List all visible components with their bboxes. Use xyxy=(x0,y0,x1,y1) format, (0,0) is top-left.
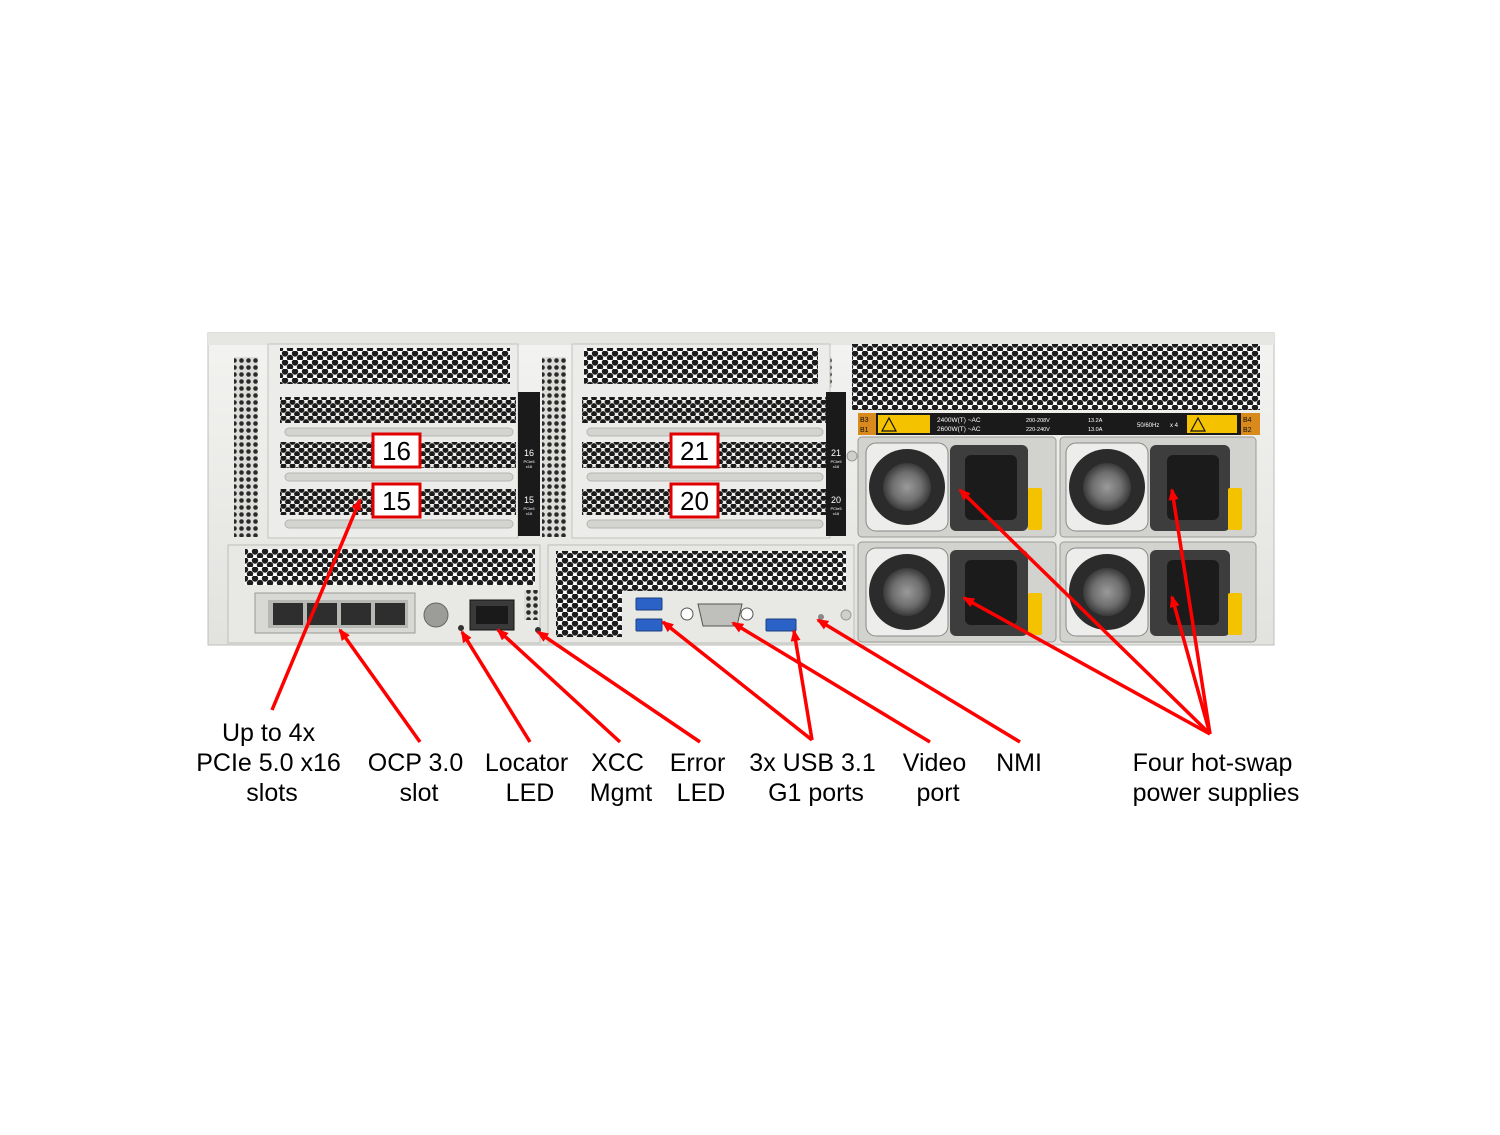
top-right-vent xyxy=(852,344,1260,410)
arrow-nmi xyxy=(816,618,1021,744)
arrow-ocp-slot xyxy=(338,628,422,744)
riser-cage-left: 16 PCIe5 x16 15 PCIe5 x16 xyxy=(267,343,540,539)
psu-power-inlet xyxy=(1167,455,1219,520)
io-panel xyxy=(227,544,855,644)
slot-box-21 xyxy=(669,432,720,469)
arrow-psu-4 xyxy=(1169,595,1212,735)
left-vent xyxy=(234,357,258,537)
psu-power-inlet xyxy=(1167,560,1219,625)
power-supply-1 xyxy=(846,436,1057,538)
psu-label-freq: 50/60Hz xyxy=(1137,423,1159,429)
psu-fan-icon xyxy=(883,568,931,616)
ethernet-port[interactable] xyxy=(375,603,405,625)
riser-label-strip-right xyxy=(826,392,846,536)
arrow-psu-3 xyxy=(962,596,1211,736)
arrow-error-led xyxy=(536,630,701,744)
callout-locator-led: Locator LED xyxy=(485,749,575,807)
bracket-label-pcie: PCIe5 xyxy=(523,506,535,511)
arrow-video-port xyxy=(731,621,931,744)
callout-arrows xyxy=(270,488,1212,744)
psu-label-line1: 2400W(T) ~AC xyxy=(937,417,981,424)
ethernet-port[interactable] xyxy=(341,603,371,625)
arrow-usb-1 xyxy=(661,620,814,742)
bracket-label-x16: x16 xyxy=(833,511,840,516)
psu-label-b3: B3 xyxy=(860,417,869,424)
arrow-pcie-slots xyxy=(270,498,362,711)
bracket-label-x16: x16 xyxy=(833,464,840,469)
middle-vent xyxy=(542,357,566,537)
slot-box-15 xyxy=(371,482,422,519)
psu-label-volt2: 220-240V xyxy=(1026,427,1050,433)
bracket-label-pcie: PCIe5 xyxy=(830,459,842,464)
callout-pcie-slots: Up to 4x PCIe 5.0 x16 slots xyxy=(196,719,347,807)
psu-label-volt1: 200-208V xyxy=(1026,418,1050,424)
slot-box-20 xyxy=(669,482,720,519)
psu-label-line2: 2600W(T) ~AC xyxy=(937,426,981,433)
psu-fan-icon xyxy=(1083,463,1131,511)
warning-icons-right xyxy=(1187,415,1237,433)
psu-label-amp1: 13.2A xyxy=(1088,418,1103,424)
slot-box-16 xyxy=(371,432,422,469)
callout-usb-ports: 3x USB 3.1 G1 ports xyxy=(749,749,882,807)
riser-label-strip-left xyxy=(518,392,540,536)
psu-bay-area: B3 B1 2400W(T) ~AC 2600W(T) ~AC 200-208V… xyxy=(852,344,1260,435)
psu-release-latch[interactable] xyxy=(1028,488,1042,530)
psu-label-b4: B4 xyxy=(1243,417,1252,424)
power-supply-4 xyxy=(1059,541,1257,643)
psu-label-amp2: 13.0A xyxy=(1088,427,1103,433)
psu-power-inlet xyxy=(965,455,1017,520)
bracket-label-16: 16 xyxy=(524,448,534,458)
locator-led xyxy=(458,625,464,631)
slot-number-20: 20 xyxy=(680,486,709,516)
bracket-label-15: 15 xyxy=(524,495,534,505)
thumbscrew-icon[interactable] xyxy=(423,602,449,628)
nmi-button[interactable] xyxy=(818,614,824,620)
psu-release-latch[interactable] xyxy=(1228,593,1242,635)
arrow-psu-1 xyxy=(958,488,1212,736)
arrow-locator-led xyxy=(460,630,532,743)
psu-release-latch[interactable] xyxy=(1228,488,1242,530)
slot-number-15: 15 xyxy=(382,486,411,516)
callout-ocp-slot: OCP 3.0 slot xyxy=(368,749,470,807)
bracket-label-pcie: PCIe5 xyxy=(830,506,842,511)
callout-nmi: NMI xyxy=(996,749,1042,777)
slot-number-21: 21 xyxy=(680,436,709,466)
psu-label-qty: x 4 xyxy=(1170,423,1179,429)
usb-port[interactable] xyxy=(635,618,663,632)
psu-release-latch[interactable] xyxy=(1028,593,1042,635)
psu-fan-icon xyxy=(1083,568,1131,616)
callout-error-led: Error LED xyxy=(670,749,733,807)
psu-fan-icon xyxy=(883,463,931,511)
slot-number-16: 16 xyxy=(382,436,411,466)
slot-number-boxes: 16 15 21 20 xyxy=(371,432,720,519)
arrow-xcc-mgmt xyxy=(496,628,622,744)
bracket-label-x16: x16 xyxy=(526,464,533,469)
psu-label-b1: B1 xyxy=(860,427,869,434)
psu-rating-label: B3 B1 2400W(T) ~AC 2600W(T) ~AC 200-208V… xyxy=(858,413,1260,435)
usb-port[interactable] xyxy=(765,618,797,632)
callout-xcc-mgmt: XCC Mgmt xyxy=(590,749,653,807)
bracket-label-pcie: PCIe5 xyxy=(523,459,535,464)
psu-power-inlet xyxy=(965,560,1017,625)
bracket-label-21: 21 xyxy=(831,448,841,458)
power-supply-2 xyxy=(1059,436,1257,538)
warning-icons-left xyxy=(878,415,930,433)
psu-label-b2: B2 xyxy=(1243,427,1252,434)
bracket-label-x16: x16 xyxy=(526,511,533,516)
ocp-card xyxy=(254,592,416,634)
callout-power-supplies: Four hot-swap power supplies xyxy=(1133,749,1300,807)
usb-port[interactable] xyxy=(635,597,663,611)
callout-video-port: Video port xyxy=(903,749,973,807)
ethernet-port[interactable] xyxy=(273,603,303,625)
bracket-label-20: 20 xyxy=(831,495,841,505)
arrow-psu-2 xyxy=(1168,488,1212,735)
arrow-usb-2 xyxy=(790,629,814,741)
callout-labels: Up to 4x PCIe 5.0 x16 slots OCP 3.0 slot… xyxy=(196,719,1299,807)
power-supply-3 xyxy=(857,541,1057,643)
